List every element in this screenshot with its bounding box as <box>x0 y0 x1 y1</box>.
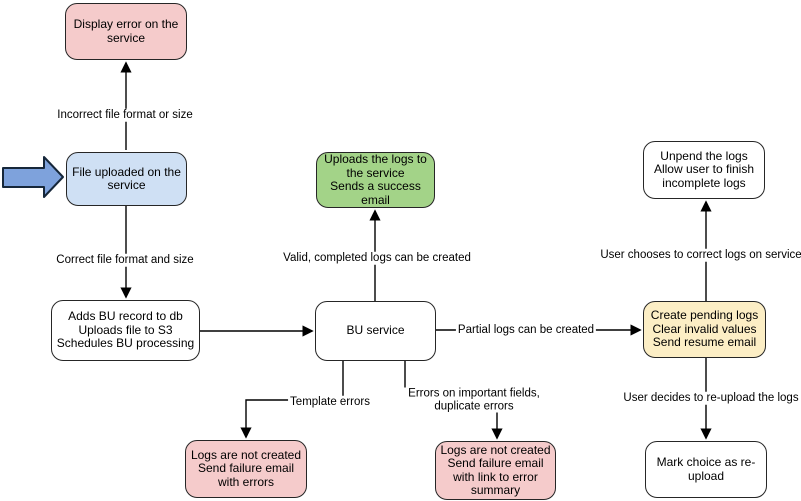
node-create-pending-logs: Create pending logs Clear invalid values… <box>643 301 766 358</box>
node-unpend-logs: Unpend the logs Allow user to finish inc… <box>643 141 765 199</box>
node-fail-error-summary: Logs are not created Send failure email … <box>435 441 556 500</box>
node-display-error: Display error on the service <box>65 3 187 60</box>
edge-label-template-errors: Template errors <box>288 395 372 409</box>
edge-label-user-corrects: User chooses to correct logs on service <box>598 248 801 262</box>
edge-label-important-field-errors: Errors on important fields, duplicate er… <box>384 387 564 413</box>
edge-label-correct-format: Correct file format and size <box>54 253 196 267</box>
edge-label-partial-logs: Partial logs can be created <box>455 323 597 337</box>
node-bu-service: BU service <box>315 301 436 361</box>
node-fail-template-errors: Logs are not created Send failure email … <box>185 440 307 498</box>
node-adds-bu-record: Adds BU record to db Uploads file to S3 … <box>51 300 200 361</box>
node-mark-reupload: Mark choice as re-upload <box>645 441 767 498</box>
edge-label-user-reuploads: User decides to re-upload the logs <box>621 391 801 405</box>
node-file-uploaded: File uploaded on the service <box>66 152 187 206</box>
node-upload-success: Uploads the logs to the service Sends a … <box>316 152 435 208</box>
start-arrow-icon <box>2 156 64 198</box>
edge-label-valid-logs: Valid, completed logs can be created <box>281 251 473 265</box>
edge-label-incorrect-format: Incorrect file format or size <box>55 108 195 122</box>
